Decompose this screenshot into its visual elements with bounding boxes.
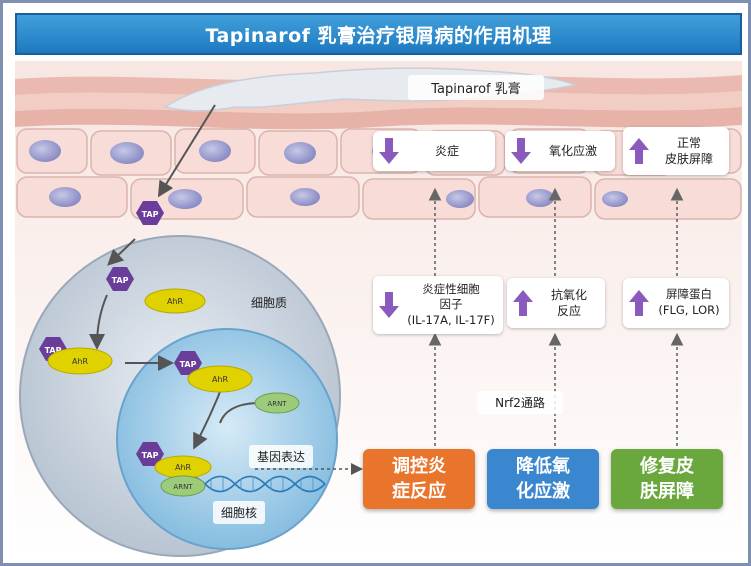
ahr-molecules: AhR AhR AhR AhR xyxy=(47,288,253,479)
down-arrow-icon xyxy=(379,138,399,164)
tap-label: TAP xyxy=(142,451,159,460)
effect-barrier-proteins: 屏障蛋白 (FLG, LOR) xyxy=(623,278,729,328)
gene-expression-label: 基因表达 xyxy=(249,445,314,468)
effect-inflammation: 炎症 xyxy=(373,131,495,171)
effect-oxidative-stress: 氧化应激 xyxy=(505,131,615,171)
effect-text: 炎症性细胞 因子 (IL-17A, IL-17F) xyxy=(407,281,495,327)
arnt-label: ARNT xyxy=(173,483,193,491)
effect-text: 抗氧化 反应 xyxy=(550,287,587,318)
ahr-label: AhR xyxy=(167,297,184,306)
effect-text: 氧化应激 xyxy=(548,143,597,158)
up-arrow-icon xyxy=(513,290,533,316)
effect-text: 正常 皮肤屏障 xyxy=(664,135,713,166)
action-repair-skin-barrier: 修复皮 肤屏障 xyxy=(611,449,723,509)
effect-cytokines: 炎症性细胞 因子 (IL-17A, IL-17F) xyxy=(373,276,503,334)
diagram-stage: TAP TAP TAP TAP TAP xyxy=(15,61,742,557)
down-arrow-icon xyxy=(379,292,399,318)
tap-label: TAP xyxy=(180,360,197,369)
effect-text: 炎症 xyxy=(434,143,459,158)
figure-title: Tapinarof 乳膏治疗银屑病的作用机理 xyxy=(15,13,742,55)
arnt-label: ARNT xyxy=(267,400,287,408)
cytoplasm-label: 细胞质 xyxy=(251,296,288,310)
effect-antioxidant: 抗氧化 反应 xyxy=(507,278,605,328)
ahr-label: AhR xyxy=(212,375,229,384)
up-arrow-icon xyxy=(629,138,649,164)
cream-label: Tapinarof 乳膏 xyxy=(408,75,544,100)
action-reduce-oxidative-stress: 降低氧 化应激 xyxy=(487,449,599,509)
tap-label: TAP xyxy=(142,210,159,219)
arnt-molecules: ARNT ARNT xyxy=(160,392,300,497)
ahr-label: AhR xyxy=(175,463,192,472)
tap-label: TAP xyxy=(45,346,62,355)
effect-text: 屏障蛋白 (FLG, LOR) xyxy=(658,287,720,317)
up-arrow-icon xyxy=(629,290,649,316)
nucleus-label: 细胞核 xyxy=(213,501,266,524)
down-arrow-icon xyxy=(511,138,531,164)
tap-label: TAP xyxy=(112,276,129,285)
ahr-label: AhR xyxy=(72,357,89,366)
effect-skin-barrier: 正常 皮肤屏障 xyxy=(623,127,729,175)
action-regulate-inflammation: 调控炎 症反应 xyxy=(363,449,475,509)
nrf2-pathway-label: Nrf2通路 xyxy=(477,391,563,414)
